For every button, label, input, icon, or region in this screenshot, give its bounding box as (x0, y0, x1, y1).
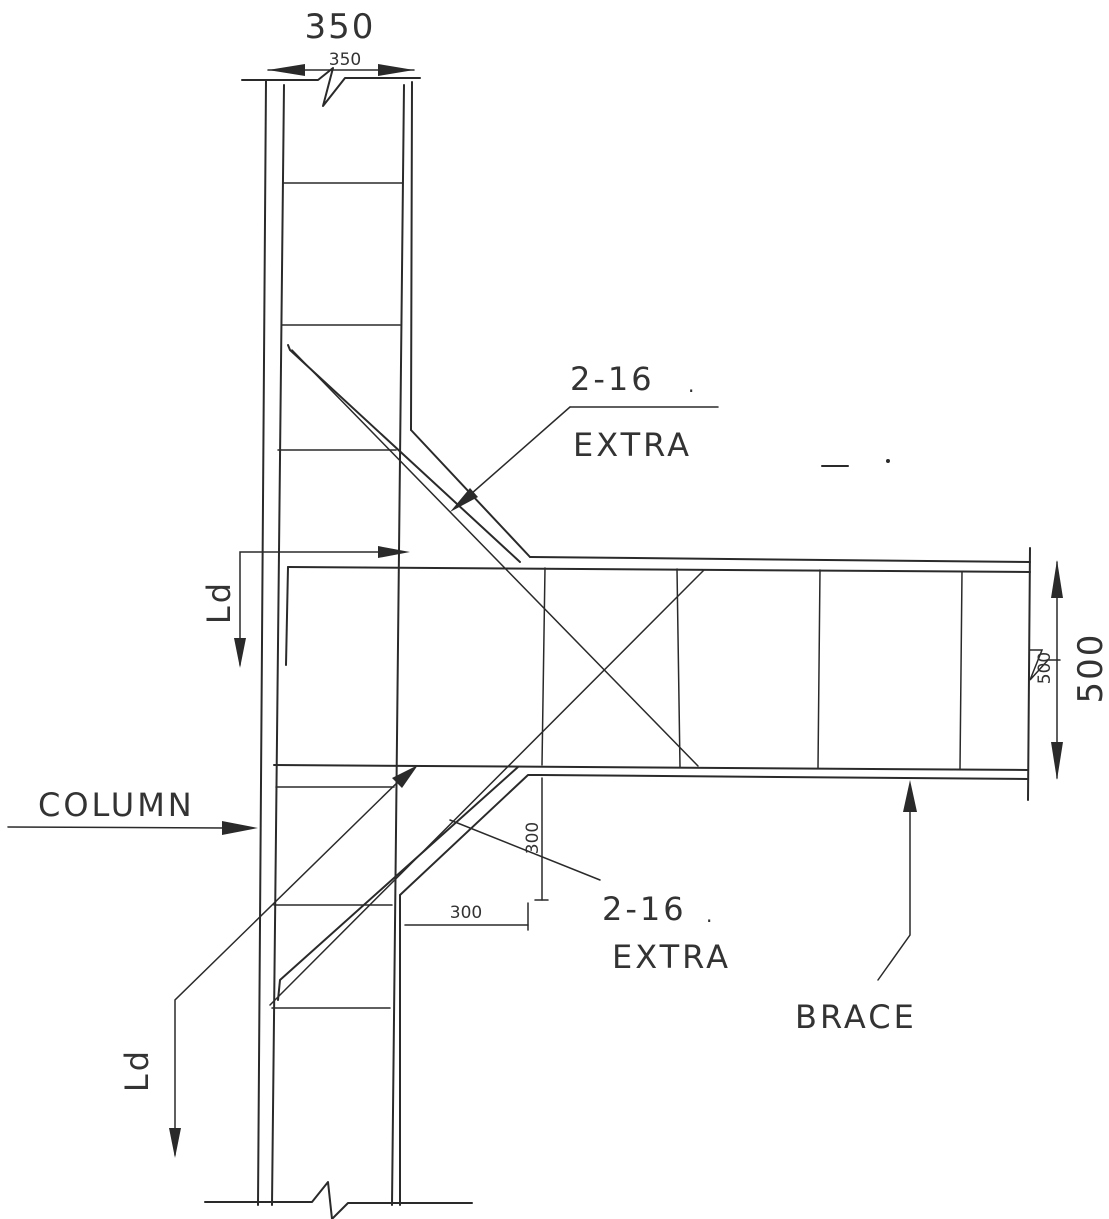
brace (273, 547, 1031, 801)
ld-arrowhead (378, 546, 410, 558)
dimension-column-width: 350 350 (267, 7, 415, 76)
leader-extra-top (450, 406, 719, 512)
column (257, 79, 413, 1206)
lower-haunch-bar (277, 766, 519, 1001)
leader-arrowhead (450, 488, 478, 512)
brace-top-bar (287, 566, 1031, 573)
lower-haunch-face (399, 774, 541, 896)
label-column: COLUMN (38, 786, 195, 824)
bottom-break-line (204, 1181, 473, 1219)
label-extra-bottom-qty: 2-16 (602, 890, 687, 928)
dimension-brace-depth: 500 500 (1029, 560, 1109, 780)
brace-stirrup (817, 569, 821, 769)
dim-text-350-outer: 350 (305, 7, 376, 47)
stray-dot-mark (886, 459, 890, 463)
dim-text-500-inner: 500 (1035, 652, 1055, 684)
ld-line (239, 551, 396, 666)
column-outer-left-face (257, 79, 267, 1206)
ld-top-arrow (234, 546, 410, 668)
brace-stirrup (541, 567, 546, 766)
ld-arrowhead (234, 638, 246, 668)
ld-arrowhead (392, 765, 418, 788)
dot-mark: . (688, 373, 694, 397)
upper-haunch-bar (287, 344, 521, 563)
dim-text-300-vertical: 300 (523, 822, 543, 854)
dimension-leg: 300 300 (404, 777, 549, 931)
extra-bar-diagonal-2 (269, 569, 705, 1006)
ld-line (174, 774, 406, 1156)
column-inner-right-bar (391, 84, 405, 1206)
leader-arrowhead (903, 780, 917, 812)
brace-top-bar-hook (285, 566, 289, 666)
brace-stirrup (959, 571, 963, 770)
haunch (269, 344, 705, 1006)
brace-break-mark (1029, 649, 1061, 681)
label-extra-top-qty: 2-16 (570, 360, 655, 398)
label-extra-top-note: EXTRA (573, 426, 692, 464)
leader-line (7, 826, 226, 829)
leader-arrowhead (222, 821, 258, 835)
dim-text-500-outer: 500 (1071, 633, 1109, 704)
label-brace: BRACE (795, 998, 917, 1036)
label-ld-top: Ld (200, 580, 238, 624)
leader-brace (877, 780, 917, 981)
label-ld-bottom: Ld (118, 1048, 156, 1092)
column-right-face-upper (410, 81, 413, 431)
brace-bottom-bar (273, 764, 1029, 771)
dim-arrowhead (1051, 742, 1063, 780)
dim-arrowhead (1051, 560, 1063, 598)
ld-bottom-arrow (169, 765, 418, 1158)
top-break-line (241, 67, 421, 107)
leader-line (454, 406, 571, 509)
brace-top-face (529, 556, 1031, 563)
brace-bottom-face (539, 774, 1029, 780)
brace-stirrup (676, 568, 681, 768)
leader-extra-bottom (449, 819, 601, 881)
brace-end-face (1027, 547, 1031, 801)
leader-line (877, 809, 911, 981)
leader-column (7, 821, 258, 835)
extra-bar-diagonal-1 (291, 349, 699, 767)
label-extra-bottom-note: EXTRA (612, 938, 731, 976)
ld-arrowhead (169, 1128, 181, 1158)
dim-text-300-horizontal: 300 (450, 903, 482, 923)
dot-mark: . (706, 903, 712, 927)
column-inner-left-bar (271, 84, 285, 1206)
dim-text-350-inner: 350 (329, 50, 361, 70)
leader-line (449, 819, 601, 881)
